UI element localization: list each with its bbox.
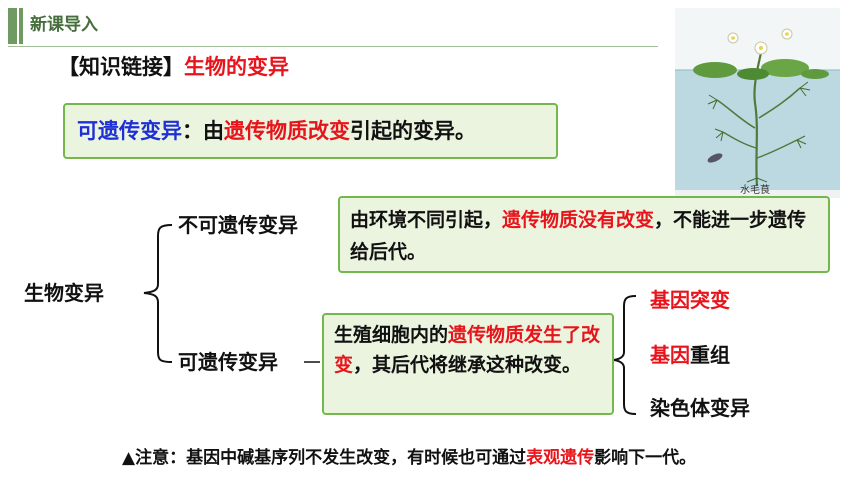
type-gene-recombination-red: 基因 <box>650 343 690 367</box>
non-heritable-text-2: ，不能进一步遗传给后代。 <box>350 209 807 263</box>
non-heritable-description-box: 由环境不同引起，遗传物质没有改变，不能进一步遗传给后代。 <box>338 196 830 273</box>
tree-branch-heritable: 可遗传变异 <box>178 350 278 374</box>
type-chromosome-variation: 染色体变异 <box>650 396 750 420</box>
non-heritable-text-1: 由环境不同引起， <box>350 209 503 231</box>
footnote-prefix: ▲注意：基因中碱基序列不发生改变，有时候也可通过 <box>122 448 527 468</box>
heritable-text-1: 生殖细胞内的 <box>334 324 449 346</box>
heritable-description-box: 生殖细胞内的遗传物质发生了改变，其后代将继承这种改变。 <box>322 313 614 415</box>
heritable-text-2: ，其后代将继承这种改变。 <box>353 354 582 376</box>
non-heritable-highlight: 遗传物质没有改变 <box>502 209 655 231</box>
knowledge-link-topic: 生物的变异 <box>184 55 289 79</box>
heritable-highlight: 遗传物质发生了改变 <box>334 324 601 376</box>
definition-term: 可遗传变异 <box>77 119 182 143</box>
header-divider <box>8 46 658 47</box>
type-gene-recombination-black: 重组 <box>690 343 730 367</box>
tree-branch-non-heritable: 不可遗传变异 <box>178 213 298 237</box>
type-gene-mutation: 基因突变 <box>650 288 730 312</box>
definition-box: 可遗传变异：由遗传物质改变引起的变异。 <box>63 103 558 159</box>
footnote-highlight: 表观遗传 <box>526 448 595 468</box>
definition-sep: ：由 <box>182 119 224 143</box>
illustration-caption: 水毛茛 <box>740 185 770 196</box>
types-brace <box>613 295 637 415</box>
footnote-suffix: 影响下一代。 <box>594 448 697 468</box>
type-gene-recombination: 基因重组 <box>650 342 730 368</box>
tree-root-label: 生物变异 <box>24 281 104 305</box>
water-buttercup-image <box>675 8 840 190</box>
definition-rest: 引起的变异。 <box>350 119 476 143</box>
section-title: 新课导入 <box>30 15 98 35</box>
main-brace <box>143 224 173 363</box>
header-accent-bar <box>8 8 17 44</box>
header-accent-bar-thin <box>19 8 23 44</box>
definition-highlight: 遗传物质改变 <box>224 119 350 143</box>
plant-illustration <box>675 8 840 198</box>
knowledge-link-title: 【知识链接】生物的变异 <box>58 52 289 82</box>
knowledge-link-prefix: 【知识链接】 <box>58 55 184 79</box>
footnote: ▲注意：基因中碱基序列不发生改变，有时候也可通过表观遗传影响下一代。 <box>122 446 696 470</box>
